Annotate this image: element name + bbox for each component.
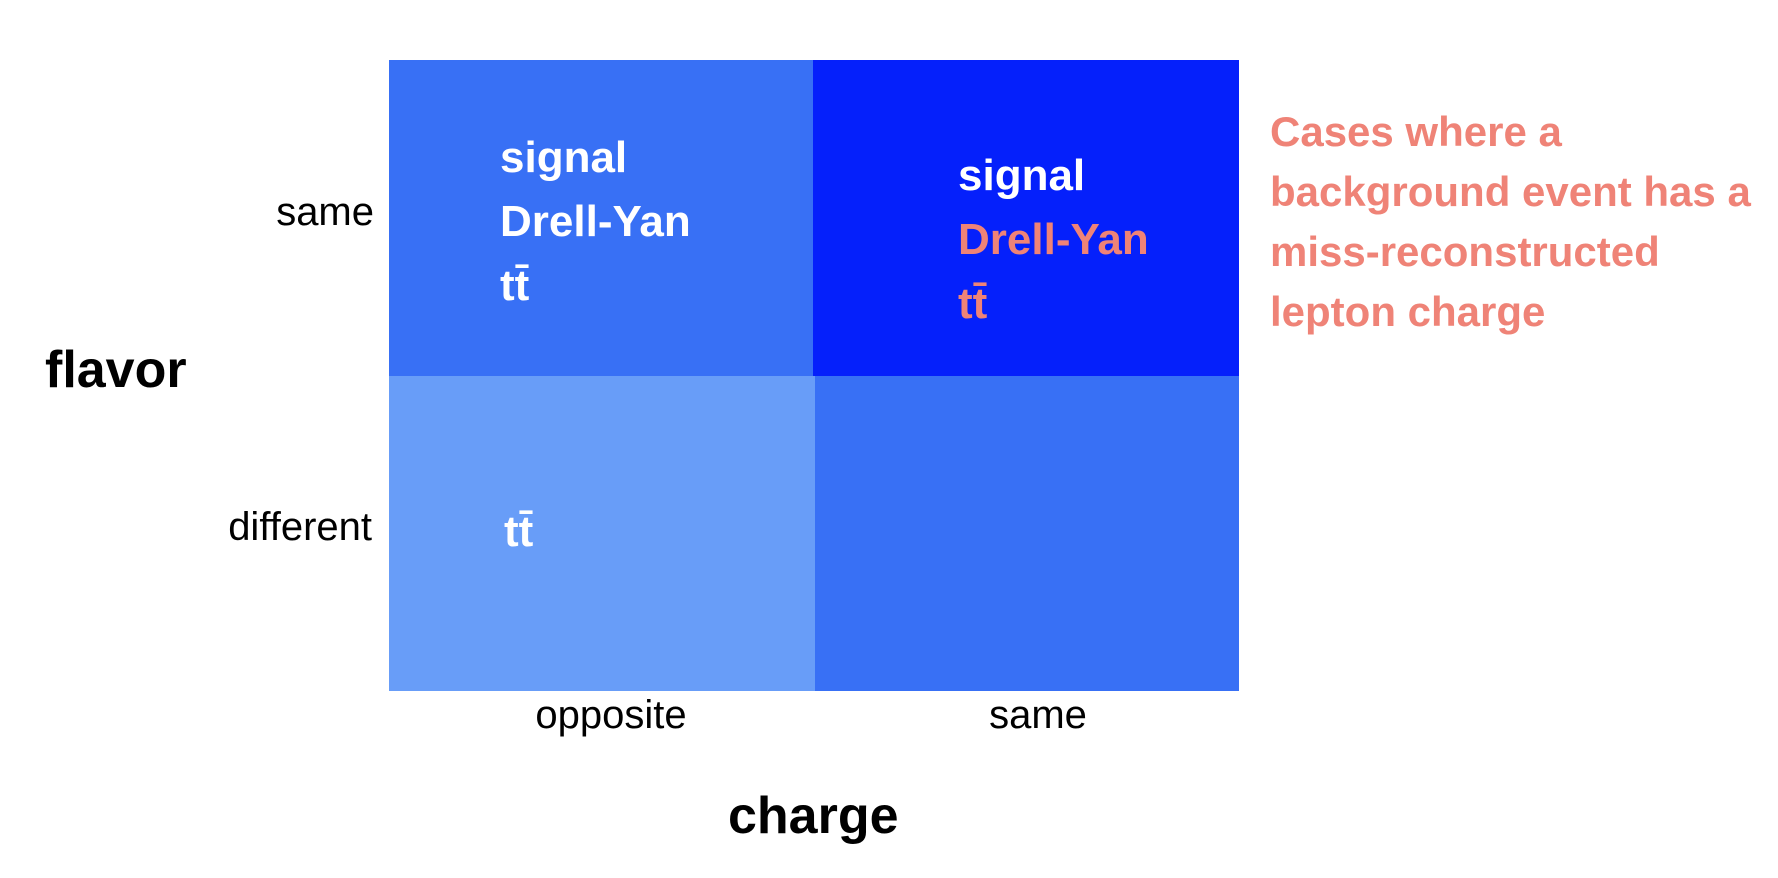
annotation-text: Cases where a background event has a mis… (1270, 108, 1751, 335)
cell-same-flavor-same-charge: signal Drell-Yan tt̄ (813, 60, 1239, 376)
process-list: signal Drell-Yan tt̄ (500, 126, 691, 318)
axis-title-flavor: flavor (45, 341, 187, 399)
process-signal: signal (958, 151, 1086, 200)
process-ttbar: tt̄ (500, 261, 530, 310)
process-list: signal Drell-Yan tt̄ (958, 144, 1149, 336)
process-drell-yan: Drell-Yan (958, 215, 1149, 264)
process-ttbar: tt̄ (504, 507, 534, 556)
process-signal: signal (500, 133, 628, 182)
cell-same-flavor-opposite-charge: signal Drell-Yan tt̄ (389, 60, 813, 376)
process-ttbar: tt̄ (958, 279, 988, 328)
row-label-same: same (276, 190, 374, 234)
cell-different-flavor-same-charge (815, 376, 1239, 691)
axis-title-charge: charge (728, 787, 899, 845)
col-label-opposite: opposite (535, 693, 687, 737)
process-drell-yan: Drell-Yan (500, 197, 691, 246)
process-list: tt̄ (504, 500, 533, 564)
cell-different-flavor-opposite-charge: tt̄ (389, 376, 815, 691)
col-label-same: same (989, 693, 1087, 737)
row-label-different: different (228, 505, 372, 549)
